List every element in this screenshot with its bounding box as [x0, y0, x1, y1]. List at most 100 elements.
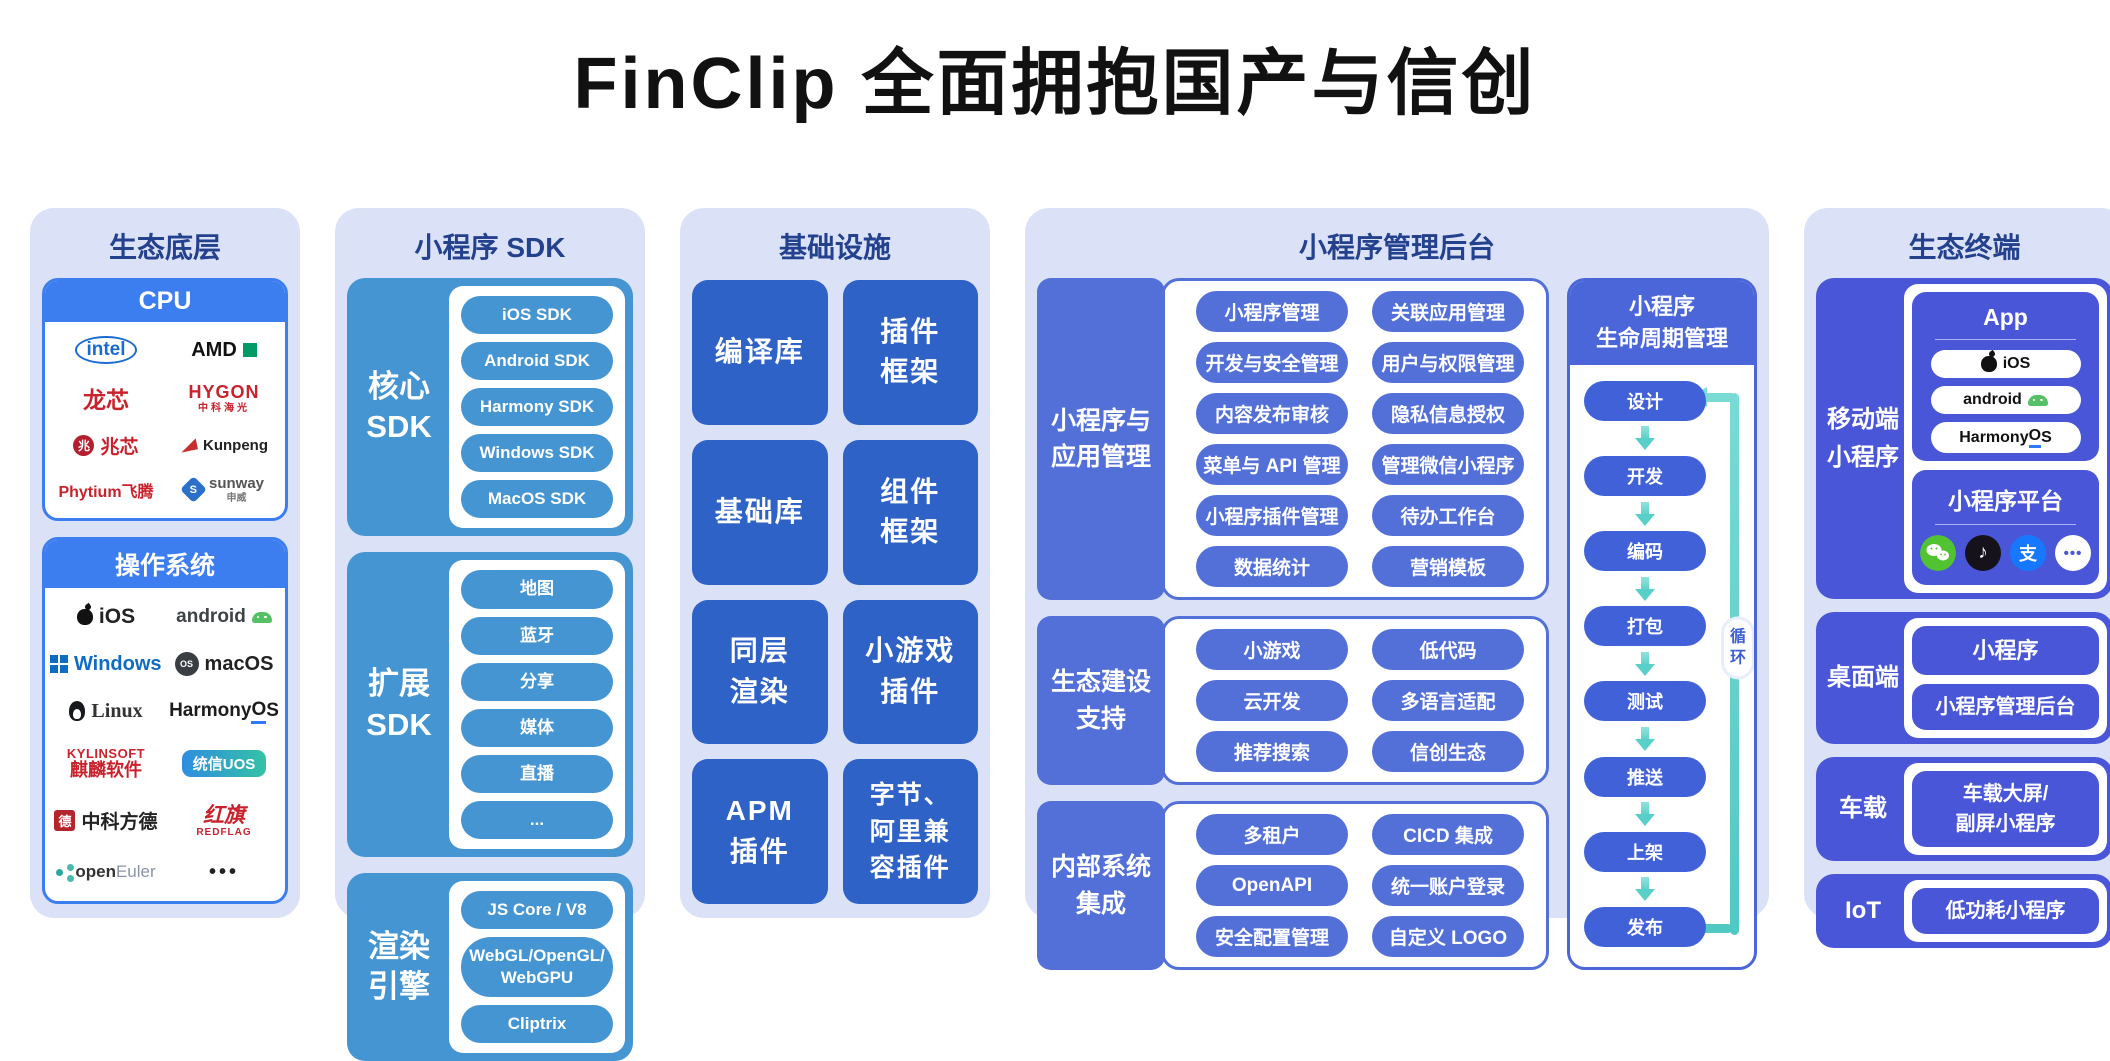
admin-pill: 安全配置管理 [1196, 916, 1348, 957]
apple-icon [1980, 356, 1997, 372]
platform-icons: ♪ 支 ••• [1920, 535, 2091, 577]
panel-sdk-title: 小程序 SDK [414, 232, 566, 263]
admin-pill: 统一账户登录 [1372, 865, 1524, 906]
sdk-pill: ... [461, 800, 613, 840]
lifecycle-step: 推送 [1584, 756, 1706, 797]
lifecycle-step: 设计 [1584, 380, 1706, 421]
more-platforms-icon: ••• [2055, 535, 2091, 571]
infra-grid: 编译库 插件 框架 基础库 组件 框架 同层 渲染 小游戏 插件 APM 插件 … [692, 278, 978, 904]
admin-group-label: 生态建设 支持 [1037, 616, 1165, 785]
windows-icon [50, 655, 68, 673]
lifecycle-title: 小程序 生命周期管理 [1570, 281, 1754, 365]
down-arrow-icon [1635, 426, 1655, 451]
phytium-logo: Phytium飞腾 [58, 483, 154, 501]
sdk-group-core: 核心 SDK iOS SDK Android SDK Harmony SDK W… [347, 278, 633, 537]
sdk-pill: 蓝牙 [461, 616, 613, 655]
lifecycle-step: 发布 [1584, 906, 1706, 947]
sdk-pill: 直播 [461, 754, 613, 793]
sdk-render-label: 渲染 引擎 [368, 928, 430, 1005]
sdk-core-label: 核心 SDK [366, 368, 432, 445]
infra-cell: 插件 框架 [842, 280, 978, 425]
android-robot-icon [2027, 394, 2048, 406]
terminal-block-vehicle: 车载 车载大屏/ 副屏小程序 [1816, 757, 2110, 861]
sdk-content: 核心 SDK iOS SDK Android SDK Harmony SDK W… [347, 278, 633, 1061]
panel-admin-title: 小程序管理后台 [1298, 232, 1495, 263]
infra-cell: 小游戏 插件 [842, 599, 978, 745]
infra-cell: 字节、 阿里兼 容插件 [842, 759, 978, 904]
admin-pill: 营销模板 [1372, 546, 1524, 587]
sdk-group-render: 渲染 引擎 JS Core / V8 WebGL/OpenGL/ WebGPU … [347, 873, 633, 1061]
loop-connector [1696, 924, 1732, 933]
desktop-card: 小程序管理后台 [1912, 684, 2099, 730]
zhaoxin-logo: 兆兆芯 [73, 432, 139, 459]
android-logo: android [176, 606, 272, 628]
sdk-pill: Harmony SDK [461, 388, 613, 427]
admin-pill: 多租户 [1196, 814, 1348, 855]
admin-group-label: 内部系统 集成 [1037, 801, 1165, 970]
loongson-logo: 龙芯 [83, 387, 129, 414]
lifecycle-flow: 循 环 设计 开发 编码 打包 测试 推送 上架 发布 [1570, 365, 1754, 967]
admin-pill: 云开发 [1196, 680, 1348, 721]
admin-pill: 开发与安全管理 [1196, 342, 1348, 383]
admin-group-eco-support: 生态建设 支持 小游戏 低代码 云开发 多语言适配 推荐搜索 信创生态 [1037, 616, 1549, 785]
apple-icon [76, 609, 93, 626]
infra-cell: APM 插件 [692, 759, 828, 904]
admin-pill: 低代码 [1372, 629, 1524, 670]
kunpeng-swoosh-icon [179, 438, 198, 453]
sdk-pill: iOS SDK [461, 296, 613, 335]
iot-card: 低功耗小程序 [1912, 888, 2099, 934]
cpu-card-header: CPU [45, 281, 285, 322]
admin-group-label: 小程序与 应用管理 [1037, 278, 1165, 600]
admin-pill: 自定义 LOGO [1372, 916, 1524, 957]
down-arrow-icon [1635, 651, 1655, 676]
douyin-icon: ♪ [1965, 535, 2001, 571]
panel-eco-base-title: 生态底层 [108, 232, 221, 263]
admin-pill: 内容发布审核 [1196, 393, 1348, 434]
sdk-pill: WebGL/OpenGL/ WebGPU [461, 937, 613, 998]
terminal-desktop-body: 小程序 小程序管理后台 [1904, 618, 2107, 738]
down-arrow-icon [1635, 501, 1655, 526]
openeuler-icon [56, 868, 64, 876]
admin-group-app-mgmt: 小程序与 应用管理 小程序管理 关联应用管理 开发与安全管理 用户与权限管理 内… [1037, 278, 1549, 600]
page-title: FinClip 全面拥抱国产与信创 [573, 44, 1537, 124]
sdk-pill: Windows SDK [461, 434, 613, 473]
platform-card-title: 小程序平台 [1948, 488, 2063, 514]
admin-pill: CICD 集成 [1372, 814, 1524, 855]
lifecycle-step: 测试 [1584, 681, 1706, 722]
terminal-block-label: IoT [1845, 897, 1881, 925]
terminal-block-desktop: 桌面端 小程序 小程序管理后台 [1816, 612, 2110, 744]
desktop-card: 小程序 [1912, 626, 2099, 675]
admin-pill: 信创生态 [1372, 731, 1524, 772]
alipay-icon: 支 [2010, 535, 2046, 571]
sdk-extend-pills: 地图 蓝牙 分享 媒体 直播 ... [449, 560, 625, 850]
linux-logo: Linux [69, 700, 143, 723]
macos-icon: OS [174, 652, 199, 677]
admin-pill: 关联应用管理 [1372, 291, 1524, 332]
android-robot-icon [251, 611, 272, 623]
sdk-pill: JS Core / V8 [461, 891, 613, 930]
terminal-block-label: 桌面端 [1827, 664, 1899, 692]
panel-infra: 基础设施 编译库 插件 框架 基础库 组件 框架 同层 渲染 小游戏 插件 AP… [680, 208, 990, 918]
sdk-group-extend: 扩展 SDK 地图 蓝牙 分享 媒体 直播 ... [347, 552, 633, 858]
admin-pill: 数据统计 [1196, 546, 1348, 587]
terminal-vehicle-body: 车载大屏/ 副屏小程序 [1904, 763, 2107, 855]
terminal-iot-body: 低功耗小程序 [1904, 880, 2107, 942]
admin-pill: 管理微信小程序 [1372, 444, 1524, 485]
lifecycle-step: 开发 [1584, 455, 1706, 496]
wechat-icon [1920, 535, 1956, 571]
sdk-pill: Cliptrix [461, 1005, 613, 1044]
miniapp-platform-card: 小程序平台 ♪ 支 ••• [1912, 470, 2099, 585]
sdk-pill: 地图 [461, 570, 613, 609]
lifecycle-step: 上架 [1584, 831, 1706, 872]
admin-groups: 小程序与 应用管理 小程序管理 关联应用管理 开发与安全管理 用户与权限管理 内… [1037, 278, 1549, 970]
admin-pill: OpenAPI [1196, 865, 1348, 906]
lifecycle-step: 打包 [1584, 606, 1706, 647]
